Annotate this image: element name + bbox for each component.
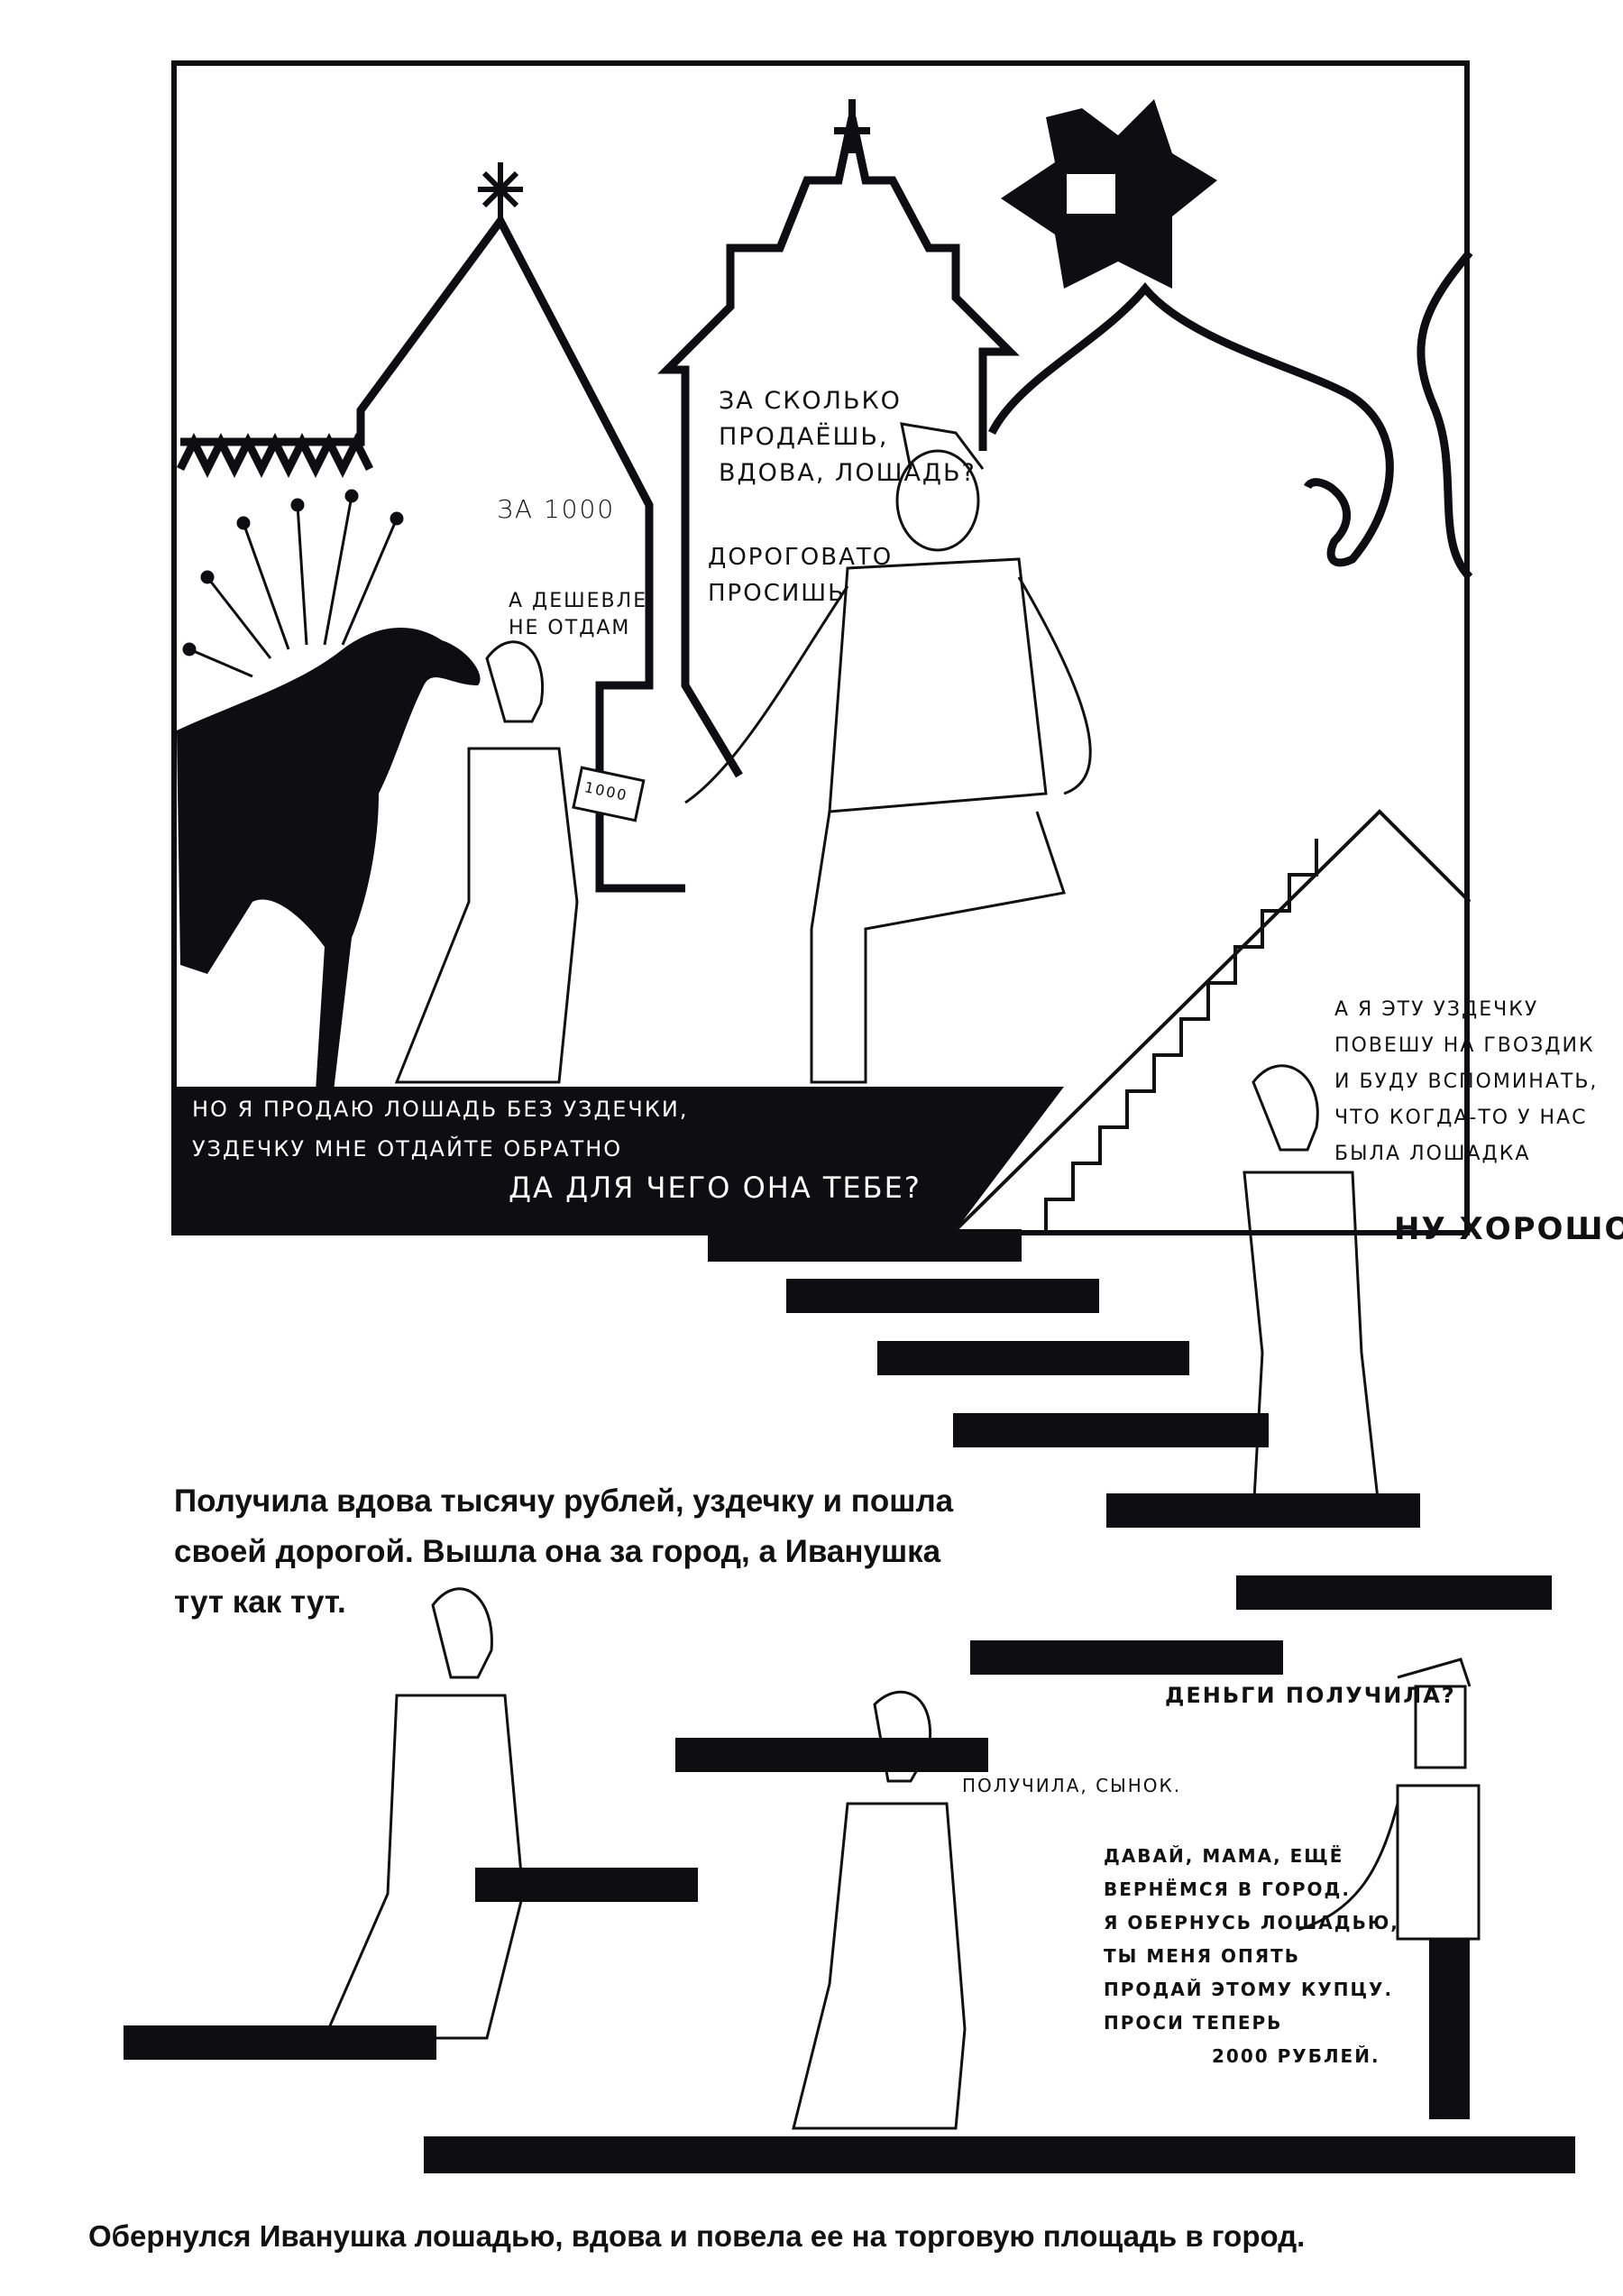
stair-step [953, 1413, 1269, 1447]
speech-line: Дороговато [708, 544, 894, 571]
zigzag-roof-left [176, 432, 374, 479]
speech-line: продай этому купцу. [1104, 1979, 1394, 2000]
narration-caption-2: Обернулся Иванушка лошадью, вдова и пове… [88, 2219, 1306, 2253]
merchant-agrees-speech: Ну хорошо [1394, 1211, 1623, 1247]
stair-step [675, 1738, 988, 1772]
stair-step [877, 1341, 1189, 1375]
center-tower-outline [657, 116, 1020, 778]
speech-line: что когда-то у нас [1334, 1107, 1588, 1129]
speech-line: была лошадка [1334, 1143, 1531, 1165]
star-ornament-icon [1001, 99, 1217, 289]
speech-line: Но я продаю лошадь без уздечки, [192, 1097, 689, 1122]
speech-line: и буду вспоминать, [1334, 1070, 1599, 1093]
narration-caption-1: Получила вдова тысячу рублей, уздечку и … [174, 1476, 953, 1628]
ivan-question-speech: Деньги получила? [1165, 1683, 1456, 1708]
narration-line: своей дорогой. Вышла она за город, а Ива… [174, 1534, 941, 1569]
onion-dome [987, 281, 1394, 567]
floor-bar [424, 2136, 1575, 2173]
speech-line: продаёшь, [719, 423, 889, 451]
left-tower-outline [180, 213, 685, 893]
stair-step [786, 1279, 1099, 1313]
speech-line: ты меня опять [1104, 1945, 1301, 1967]
speech-line: Проси теперь [1104, 2012, 1283, 2034]
black-band [177, 1087, 1064, 1230]
dome-right-edge [1417, 250, 1473, 581]
stair-step [475, 1868, 698, 1902]
narration-line: тут как тут. [174, 1584, 346, 1620]
merchant-comment-speech: Дороговато просишь [708, 539, 893, 611]
widow-explains-speech: А я эту уздечку повешу на гвоздик и буду… [1334, 992, 1598, 1172]
narration-line: Получила вдова тысячу рублей, уздечку и … [174, 1483, 954, 1519]
ivan-trousers [1429, 1939, 1470, 2119]
horse-halo-rays [182, 489, 404, 678]
speech-line: А дешевле [509, 590, 648, 612]
speech-line: просишь [708, 580, 846, 607]
merchant-question-bubble: За сколько продаёшь, вдова, лошадь? [719, 383, 977, 491]
merchant-figure [684, 422, 1092, 1084]
banknote [572, 766, 646, 822]
speech-line: А я эту уздечку [1334, 998, 1539, 1021]
speech-line: 2000 рублей. [1212, 2045, 1380, 2067]
ivan-figure [1297, 1658, 1481, 1941]
widow-firm-speech: А дешевле не отдам [509, 588, 647, 642]
speech-line: уздечку мне отдайте обратно [192, 1136, 623, 1162]
speech-line: Я обернусь лошадью, [1104, 1912, 1399, 1933]
stair-step [124, 2025, 436, 2060]
stair-step [708, 1229, 1022, 1262]
speech-line: За сколько [719, 387, 902, 415]
staircase-outline [954, 809, 1472, 1232]
speech-line: Давай, мама, ещё [1104, 1845, 1344, 1867]
widow-answer-speech: Получила, сынок. [962, 1775, 1182, 1796]
widow-price-speech: За 1000 [497, 494, 616, 524]
stair-step [970, 1640, 1283, 1675]
speech-line: вдова, лошадь? [719, 459, 977, 487]
widow-condition-speech: Но я продаю лошадь без уздечки, уздечку … [192, 1089, 689, 1169]
horse-silhouette [177, 628, 481, 1091]
star-spire-icon [478, 162, 523, 225]
merchant-reply-speech: Да для чего она тебе? [509, 1171, 922, 1205]
speech-line: не отдам [509, 617, 631, 639]
comic-panel-frame [171, 60, 1470, 1235]
speech-line: вернёмся в город. [1104, 1878, 1351, 1900]
stair-step [1236, 1575, 1552, 1610]
stair-step [1106, 1493, 1420, 1528]
speech-line: повешу на гвоздик [1334, 1034, 1595, 1057]
staircase-steps [1044, 839, 1318, 1230]
ivan-plan-speech: Давай, мама, ещё вернёмся в город. Я обе… [1104, 1840, 1399, 2073]
